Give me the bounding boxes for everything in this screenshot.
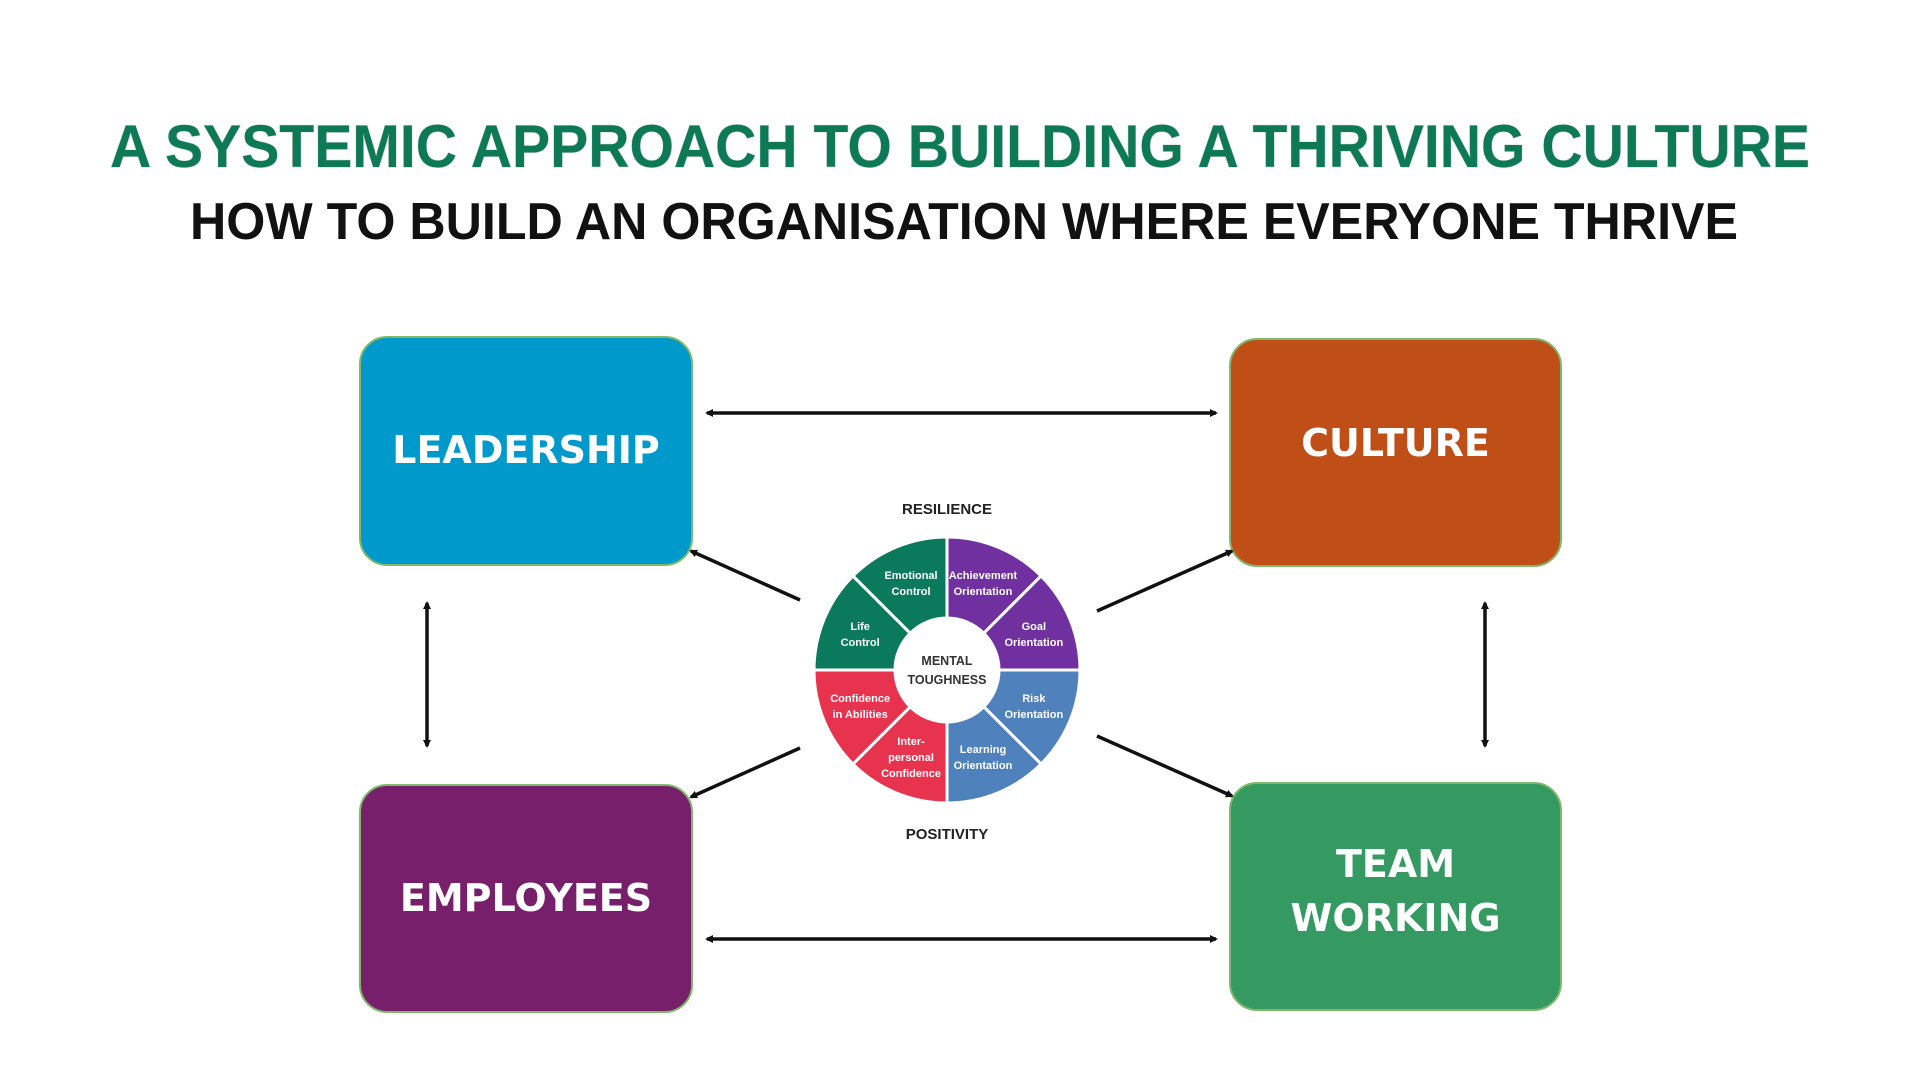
- wheel-segment-label: in Abilities: [833, 709, 888, 721]
- wheel-segment-label: Risk: [1022, 693, 1046, 705]
- wheel-segment: [981, 668, 1082, 767]
- wheel-segment-label: Achievement: [949, 570, 1018, 582]
- wheel-segment-label: Control: [841, 637, 880, 649]
- team-working-box: TEAM WORKING: [1229, 782, 1562, 1011]
- wheel-segment-label: Goal: [1022, 621, 1046, 633]
- wheel-center: [895, 618, 999, 722]
- wheel-segment-label: personal: [888, 752, 934, 764]
- wheel-segment: [981, 573, 1082, 672]
- arrow-to-employees: [689, 746, 801, 799]
- wheel-segment-label: Orientation: [954, 586, 1013, 598]
- arrow-to-team: [1096, 734, 1234, 798]
- wheel-segment: [850, 535, 949, 636]
- wheel-segment-label: Emotional: [884, 570, 937, 582]
- center-label-line1: MENTAL: [921, 654, 973, 668]
- wheel-segment-label: Orientation: [954, 760, 1013, 772]
- arrow-to-leadership: [689, 549, 801, 602]
- wheel-segment-label: Life: [850, 621, 870, 633]
- wheel-segment-label: Inter-: [897, 736, 925, 748]
- positivity-label: POSITIVITY: [906, 826, 989, 843]
- resilience-label: RESILIENCE: [902, 501, 992, 518]
- wheel-segment: [812, 668, 913, 767]
- wheel-segment: [945, 535, 1044, 636]
- wheel-segment-label: Learning: [960, 744, 1006, 756]
- page-subtitle: HOW TO BUILD AN ORGANISATION WHERE EVERY…: [190, 193, 1738, 251]
- wheel-segment-label: Orientation: [1005, 709, 1064, 721]
- wheel-segment-label: Confidence: [881, 768, 941, 780]
- employees-box: EMPLOYEES: [359, 784, 693, 1013]
- wheel-segment: [812, 573, 913, 672]
- center-label-line2: TOUGHNESS: [908, 673, 987, 687]
- wheel-segment-label: Confidence: [830, 693, 890, 705]
- header: A SYSTEMIC APPROACH TO BUILDING A THRIVI…: [110, 113, 1811, 252]
- wheel-segment: [945, 704, 1044, 805]
- wheel-segment-label: Orientation: [1005, 637, 1064, 649]
- leadership-box: LEADERSHIP: [359, 336, 693, 566]
- culture-box: CULTURE: [1229, 338, 1562, 567]
- wheel-segment: [850, 704, 949, 805]
- arrow-to-culture: [1096, 549, 1234, 613]
- wheel-segment-label: Control: [891, 586, 930, 598]
- page-title: A SYSTEMIC APPROACH TO BUILDING A THRIVI…: [110, 113, 1810, 180]
